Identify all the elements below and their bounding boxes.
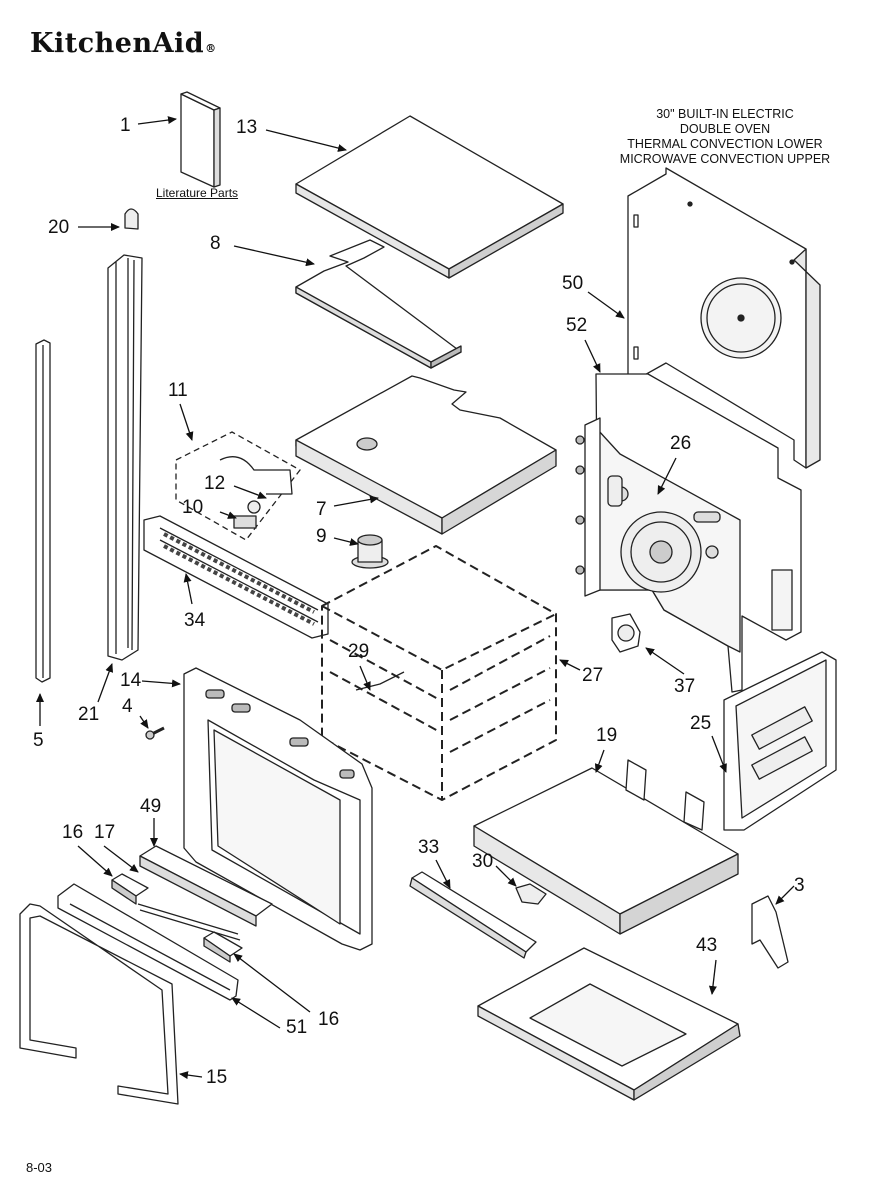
lower-housing	[473, 759, 739, 935]
part-label-5: 5	[33, 730, 44, 751]
rear-duct-assembly	[575, 373, 802, 693]
literature-parts-label: Literature Parts	[156, 186, 239, 200]
front-frame	[183, 667, 373, 951]
ring-bracket	[611, 613, 641, 653]
left-side-trim	[107, 254, 143, 661]
part-label-19: 19	[596, 725, 618, 746]
part-label-51: 51	[286, 1017, 308, 1038]
wiring-harness	[175, 431, 301, 541]
model-title: 30" BUILT-IN ELECTRIC DOUBLE OVEN THERMA…	[590, 107, 860, 167]
part-label-15: 15	[206, 1067, 228, 1088]
part-label-37: 37	[674, 676, 696, 697]
insulation-strip	[295, 239, 462, 369]
cavity-top-plate	[295, 375, 557, 535]
part-label-16: 16	[62, 822, 84, 843]
part-label-29: 29	[348, 641, 370, 662]
part-label-27: 27	[582, 665, 604, 686]
part-label-9: 9	[316, 526, 327, 547]
leader-lines	[36, 116, 795, 1080]
literature-booklet	[180, 91, 221, 188]
clip	[124, 208, 139, 230]
part-label-34: 34	[184, 610, 206, 631]
part-label-3: 3	[794, 875, 805, 896]
part-label-49: 49	[140, 796, 162, 817]
part-label-13: 13	[236, 117, 258, 138]
top-panel	[295, 115, 564, 279]
part-label-11: 11	[168, 380, 188, 401]
part-label-12: 12	[204, 473, 226, 494]
part-label-4: 4	[122, 696, 133, 717]
bracket-clip	[515, 883, 547, 905]
title-line: THERMAL CONVECTION LOWER	[627, 137, 823, 151]
part-label-50: 50	[562, 273, 584, 294]
wire-strip	[137, 903, 241, 941]
part-label-10: 10	[182, 497, 204, 518]
part-label-16: 16	[318, 1009, 340, 1030]
part-label-33: 33	[418, 837, 440, 858]
spacer-block	[111, 873, 149, 905]
corner-bracket	[751, 895, 789, 969]
vent-trim	[57, 883, 239, 1001]
oven-cavity	[321, 545, 557, 801]
part-label-21: 21	[78, 704, 100, 725]
bottom-tray	[477, 947, 741, 1101]
screw	[145, 726, 165, 740]
support-bracket	[139, 845, 273, 927]
vent-panel	[143, 515, 329, 639]
vertical-trim-rod	[35, 339, 51, 683]
part-label-8: 8	[210, 233, 221, 254]
part-label-7: 7	[316, 499, 327, 520]
right-side-panel	[723, 651, 837, 831]
part-label-25: 25	[690, 713, 712, 734]
part-label-30: 30	[472, 851, 494, 872]
part-label-43: 43	[696, 935, 718, 956]
part-label-14: 14	[120, 670, 142, 691]
part-label-26: 26	[670, 433, 692, 454]
title-line: MICROWAVE CONVECTION UPPER	[619, 152, 831, 166]
part-label-20: 20	[48, 217, 70, 238]
part-label-1: 1	[120, 115, 131, 136]
title-line: DOUBLE OVEN	[679, 122, 771, 136]
door-gasket	[19, 903, 179, 1105]
part-label-17: 17	[94, 822, 116, 843]
title-line: 30" BUILT-IN ELECTRIC	[656, 107, 794, 121]
part-label-52: 52	[566, 315, 588, 336]
channel	[409, 871, 537, 959]
rear-wall-panel	[627, 167, 821, 469]
spacer-block	[203, 931, 243, 963]
date-code: 8-03	[26, 1160, 53, 1175]
kitchenaid-logo: KitchenAid®	[30, 28, 217, 59]
fan-motor	[351, 534, 389, 569]
